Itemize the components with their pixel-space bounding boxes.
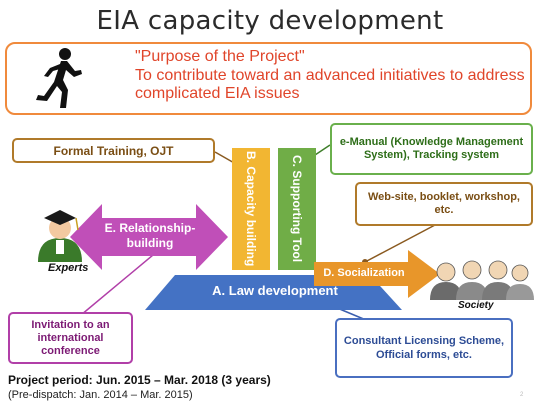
invitation-box: Invitation to an international conferenc…	[8, 312, 133, 364]
relationship-building-arrow	[70, 204, 228, 270]
website-box: Web-site, booklet, workshop, etc.	[355, 182, 533, 226]
capacity-building-label: B. Capacity building	[244, 151, 258, 267]
supporting-tool-bar	[278, 148, 316, 270]
purpose-body: To contribute toward an advanced initiat…	[135, 66, 525, 103]
connector-invitation	[74, 244, 166, 321]
page-title: EIA capacity development	[96, 6, 444, 36]
consultant-box: Consultant Licensing Scheme, Official fo…	[335, 318, 513, 378]
experts-label: Experts	[48, 262, 89, 274]
law-development-label: A. Law development	[212, 283, 338, 298]
runner-icon	[36, 48, 82, 108]
society-icon	[430, 260, 534, 300]
socialization-label: D. Socialization	[323, 267, 405, 279]
capacity-building-bar	[232, 148, 270, 270]
page-number: 2	[520, 392, 524, 398]
purpose-heading: "Purpose of the Project"	[135, 48, 305, 65]
connector-website	[364, 224, 436, 263]
project-period: Project period: Jun. 2015 – Mar. 2018 (3…	[8, 373, 271, 387]
purpose-text: "Purpose of the Project" To contribute t…	[135, 48, 535, 104]
purpose-box	[5, 42, 532, 115]
expert-icon	[38, 210, 82, 262]
supporting-tool-label: C. Supporting Tool	[290, 155, 304, 263]
socialization-arrow	[314, 250, 440, 298]
relationship-building-label: E. Relationship-building	[104, 221, 196, 250]
predispatch-period: (Pre-dispatch: Jan. 2014 – Mar. 2015)	[8, 389, 193, 401]
society-label: Society	[458, 300, 494, 311]
formal-training-box: Formal Training, OJT	[12, 138, 215, 163]
e-manual-box: e-Manual (Knowledge Management System), …	[330, 123, 533, 175]
